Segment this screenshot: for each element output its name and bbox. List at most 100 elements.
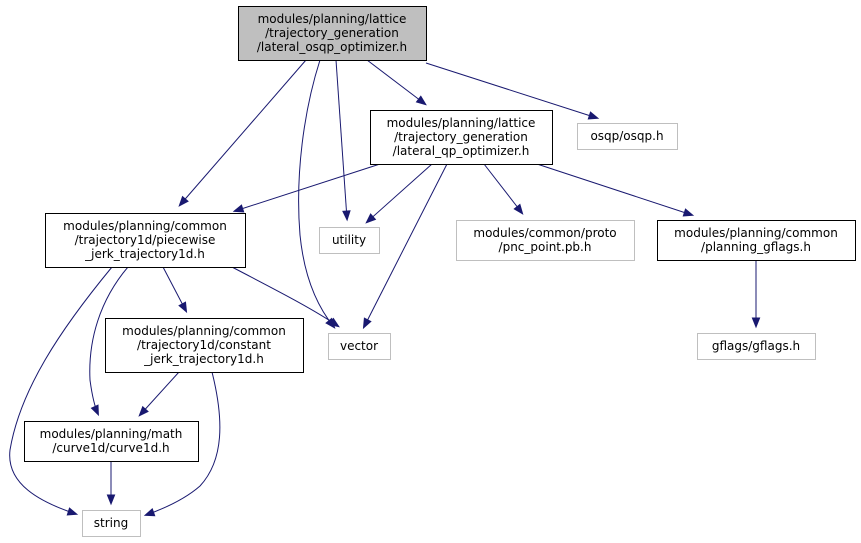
edge-piecewise_jerk_trajectory1d-to-vector bbox=[231, 266, 340, 328]
edge-line bbox=[298, 59, 335, 328]
node-label-line: /trajectory1d/piecewise bbox=[75, 233, 216, 247]
edge-constant_jerk_trajectory1d-to-string bbox=[143, 371, 221, 517]
node-box bbox=[82, 510, 141, 537]
edge-piecewise_jerk_trajectory1d-to-constant_jerk_trajectory1d bbox=[162, 266, 188, 314]
edge-line bbox=[139, 371, 180, 416]
arrowhead-icon bbox=[232, 204, 245, 213]
arrowhead-icon bbox=[342, 210, 351, 222]
node-label-line: /pnc_point.pb.h bbox=[499, 240, 592, 254]
edge-line bbox=[363, 163, 448, 328]
edge-lateral_osqp_optimizer-to-utility bbox=[335, 59, 351, 222]
arrowhead-icon bbox=[513, 203, 524, 215]
arrowhead-icon bbox=[415, 95, 427, 106]
node-label-line: modules/planning/common bbox=[122, 324, 286, 338]
edge-line bbox=[9, 266, 113, 515]
arrowhead-icon bbox=[106, 494, 116, 506]
node-label-line: osqp/osqp.h bbox=[590, 129, 663, 143]
edge-piecewise_jerk_trajectory1d-to-curve1d bbox=[89, 266, 129, 417]
edge-planning_gflags-to-gflags bbox=[751, 260, 761, 329]
node-label-line: modules/planning/lattice bbox=[258, 12, 407, 26]
node-box bbox=[45, 213, 246, 268]
edge-lateral_qp_optimizer-to-planning_gflags bbox=[536, 163, 695, 217]
arrowhead-icon bbox=[90, 404, 99, 417]
node-box bbox=[105, 318, 304, 373]
edge-line bbox=[179, 59, 307, 206]
nodes-layer: modules/planning/lattice/trajectory_gene… bbox=[24, 6, 856, 537]
node-box bbox=[370, 110, 553, 165]
node-label-line: _jerk_trajectory1d.h bbox=[84, 247, 205, 261]
edges-layer bbox=[9, 59, 761, 517]
node-label-line: _jerk_trajectory1d.h bbox=[143, 352, 264, 366]
node-box bbox=[456, 220, 635, 261]
node-label-line: modules/common/proto bbox=[473, 226, 616, 240]
node-label-line: /planning_gflags.h bbox=[701, 240, 811, 254]
node-box bbox=[24, 421, 199, 462]
edge-lateral_qp_optimizer-to-utility bbox=[365, 163, 433, 224]
arrowhead-icon bbox=[143, 508, 156, 517]
node-osqp: osqp/osqp.h bbox=[577, 123, 678, 150]
arrowhead-icon bbox=[682, 208, 695, 217]
arrowhead-icon bbox=[138, 405, 149, 417]
arrowhead-icon bbox=[362, 317, 372, 330]
edge-lateral_qp_optimizer-to-pnc_point bbox=[483, 163, 524, 215]
node-label-line: /lateral_qp_optimizer.h bbox=[393, 144, 530, 158]
node-label-line: /trajectory_generation bbox=[394, 130, 528, 144]
node-vector: vector bbox=[328, 333, 391, 360]
node-label-line: vector bbox=[340, 339, 378, 353]
node-box bbox=[697, 333, 816, 360]
node-label-line: modules/planning/math bbox=[40, 427, 183, 441]
edge-line bbox=[536, 163, 693, 216]
arrowhead-icon bbox=[365, 213, 377, 224]
edge-line bbox=[366, 59, 426, 105]
node-label-line: modules/planning/common bbox=[674, 226, 838, 240]
edge-line bbox=[89, 266, 129, 415]
node-box bbox=[328, 333, 391, 360]
arrowhead-icon bbox=[751, 317, 761, 329]
node-label-line: /lateral_osqp_optimizer.h bbox=[257, 40, 407, 54]
arrowhead-icon bbox=[178, 301, 188, 314]
node-label-line: modules/planning/common bbox=[63, 219, 227, 233]
node-string: string bbox=[82, 510, 141, 537]
node-label-line: /trajectory_generation bbox=[265, 26, 399, 40]
node-utility: utility bbox=[319, 227, 380, 254]
edge-lateral_qp_optimizer-to-piecewise_jerk_trajectory1d bbox=[232, 163, 381, 213]
node-box bbox=[577, 123, 678, 150]
edge-curve1d-to-string bbox=[106, 461, 116, 506]
edge-line bbox=[335, 59, 348, 220]
edge-lateral_osqp_optimizer-to-piecewise_jerk_trajectory1d bbox=[178, 59, 307, 207]
node-label-line: utility bbox=[332, 233, 366, 247]
node-planning_gflags[interactable]: modules/planning/common/planning_gflags.… bbox=[657, 220, 856, 261]
node-box bbox=[238, 6, 427, 61]
edge-lateral_qp_optimizer-to-vector bbox=[362, 163, 448, 330]
edge-line bbox=[366, 163, 433, 223]
edge-lateral_osqp_optimizer-to-lateral_qp_optimizer bbox=[366, 59, 427, 106]
edge-lateral_osqp_optimizer-to-vector bbox=[298, 59, 336, 329]
node-pnc_point: modules/common/proto/pnc_point.pb.h bbox=[456, 220, 635, 261]
node-lateral_qp_optimizer[interactable]: modules/planning/lattice/trajectory_gene… bbox=[370, 110, 553, 165]
node-label-line: /trajectory1d/constant bbox=[137, 338, 271, 352]
edge-line bbox=[425, 62, 598, 119]
arrowhead-icon bbox=[328, 317, 340, 328]
node-lateral_osqp_optimizer[interactable]: modules/planning/lattice/trajectory_gene… bbox=[238, 6, 427, 61]
node-gflags: gflags/gflags.h bbox=[697, 333, 816, 360]
edge-piecewise_jerk_trajectory1d-to-string bbox=[9, 266, 113, 516]
node-constant_jerk_trajectory1d[interactable]: modules/planning/common/trajectory1d/con… bbox=[105, 318, 304, 373]
node-label-line: string bbox=[94, 516, 128, 530]
edge-line bbox=[231, 266, 339, 327]
node-box bbox=[657, 220, 856, 261]
arrowhead-icon bbox=[66, 507, 79, 516]
node-piecewise_jerk_trajectory1d[interactable]: modules/planning/common/trajectory1d/pie… bbox=[45, 213, 246, 268]
node-label-line: gflags/gflags.h bbox=[712, 339, 800, 353]
edge-line bbox=[234, 163, 381, 212]
node-curve1d[interactable]: modules/planning/math/curve1d/curve1d.h bbox=[24, 421, 199, 462]
edge-constant_jerk_trajectory1d-to-curve1d bbox=[138, 371, 180, 417]
edge-line bbox=[145, 371, 221, 516]
node-label-line: modules/planning/lattice bbox=[387, 116, 536, 130]
arrowhead-icon bbox=[178, 195, 189, 207]
node-box bbox=[319, 227, 380, 254]
edge-line bbox=[483, 163, 523, 214]
node-label-line: /curve1d/curve1d.h bbox=[52, 441, 169, 455]
arrowhead-icon bbox=[587, 111, 600, 120]
edge-lateral_osqp_optimizer-to-osqp bbox=[425, 62, 600, 120]
